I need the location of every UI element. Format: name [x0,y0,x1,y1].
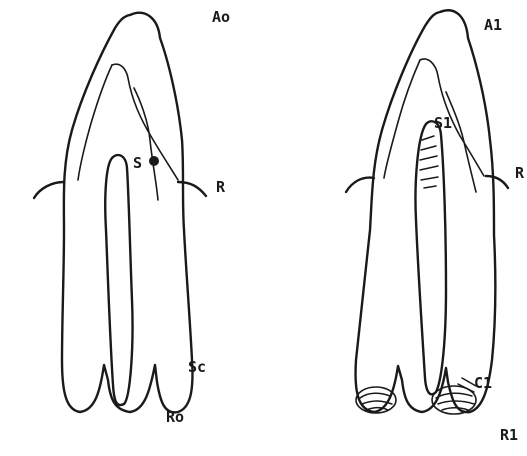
left-label-root: Ro [166,408,184,426]
left-tooth: Ao S R Sc Ro [34,8,230,426]
right-pulp-canal [415,121,446,394]
left-label-r: R [216,178,226,196]
left-cej-left [34,182,64,198]
left-label-s: S [133,154,142,172]
right-label-apex: A1 [484,16,502,34]
left-label-sc: Sc [188,358,206,376]
right-tooth-outline [356,10,496,412]
right-cej-left [346,178,374,192]
right-label-r: R [515,164,525,182]
left-pulp-canal [105,155,132,405]
left-root-divider [134,88,158,200]
right-label-c: C1 [474,374,492,392]
left-label-apex: Ao [212,8,230,26]
right-crown-contour-2 [384,60,420,178]
right-root-divider [446,92,476,192]
left-crown-contour [112,64,178,180]
right-cej-right [486,176,508,188]
left-crown-contour-2 [78,65,112,180]
right-tooth: A1 S1 R C1 R1 [346,10,525,444]
right-canal-filling [420,136,438,188]
left-s-point [149,156,159,166]
right-label-s: S1 [434,114,452,132]
right-label-root: R1 [500,426,518,444]
